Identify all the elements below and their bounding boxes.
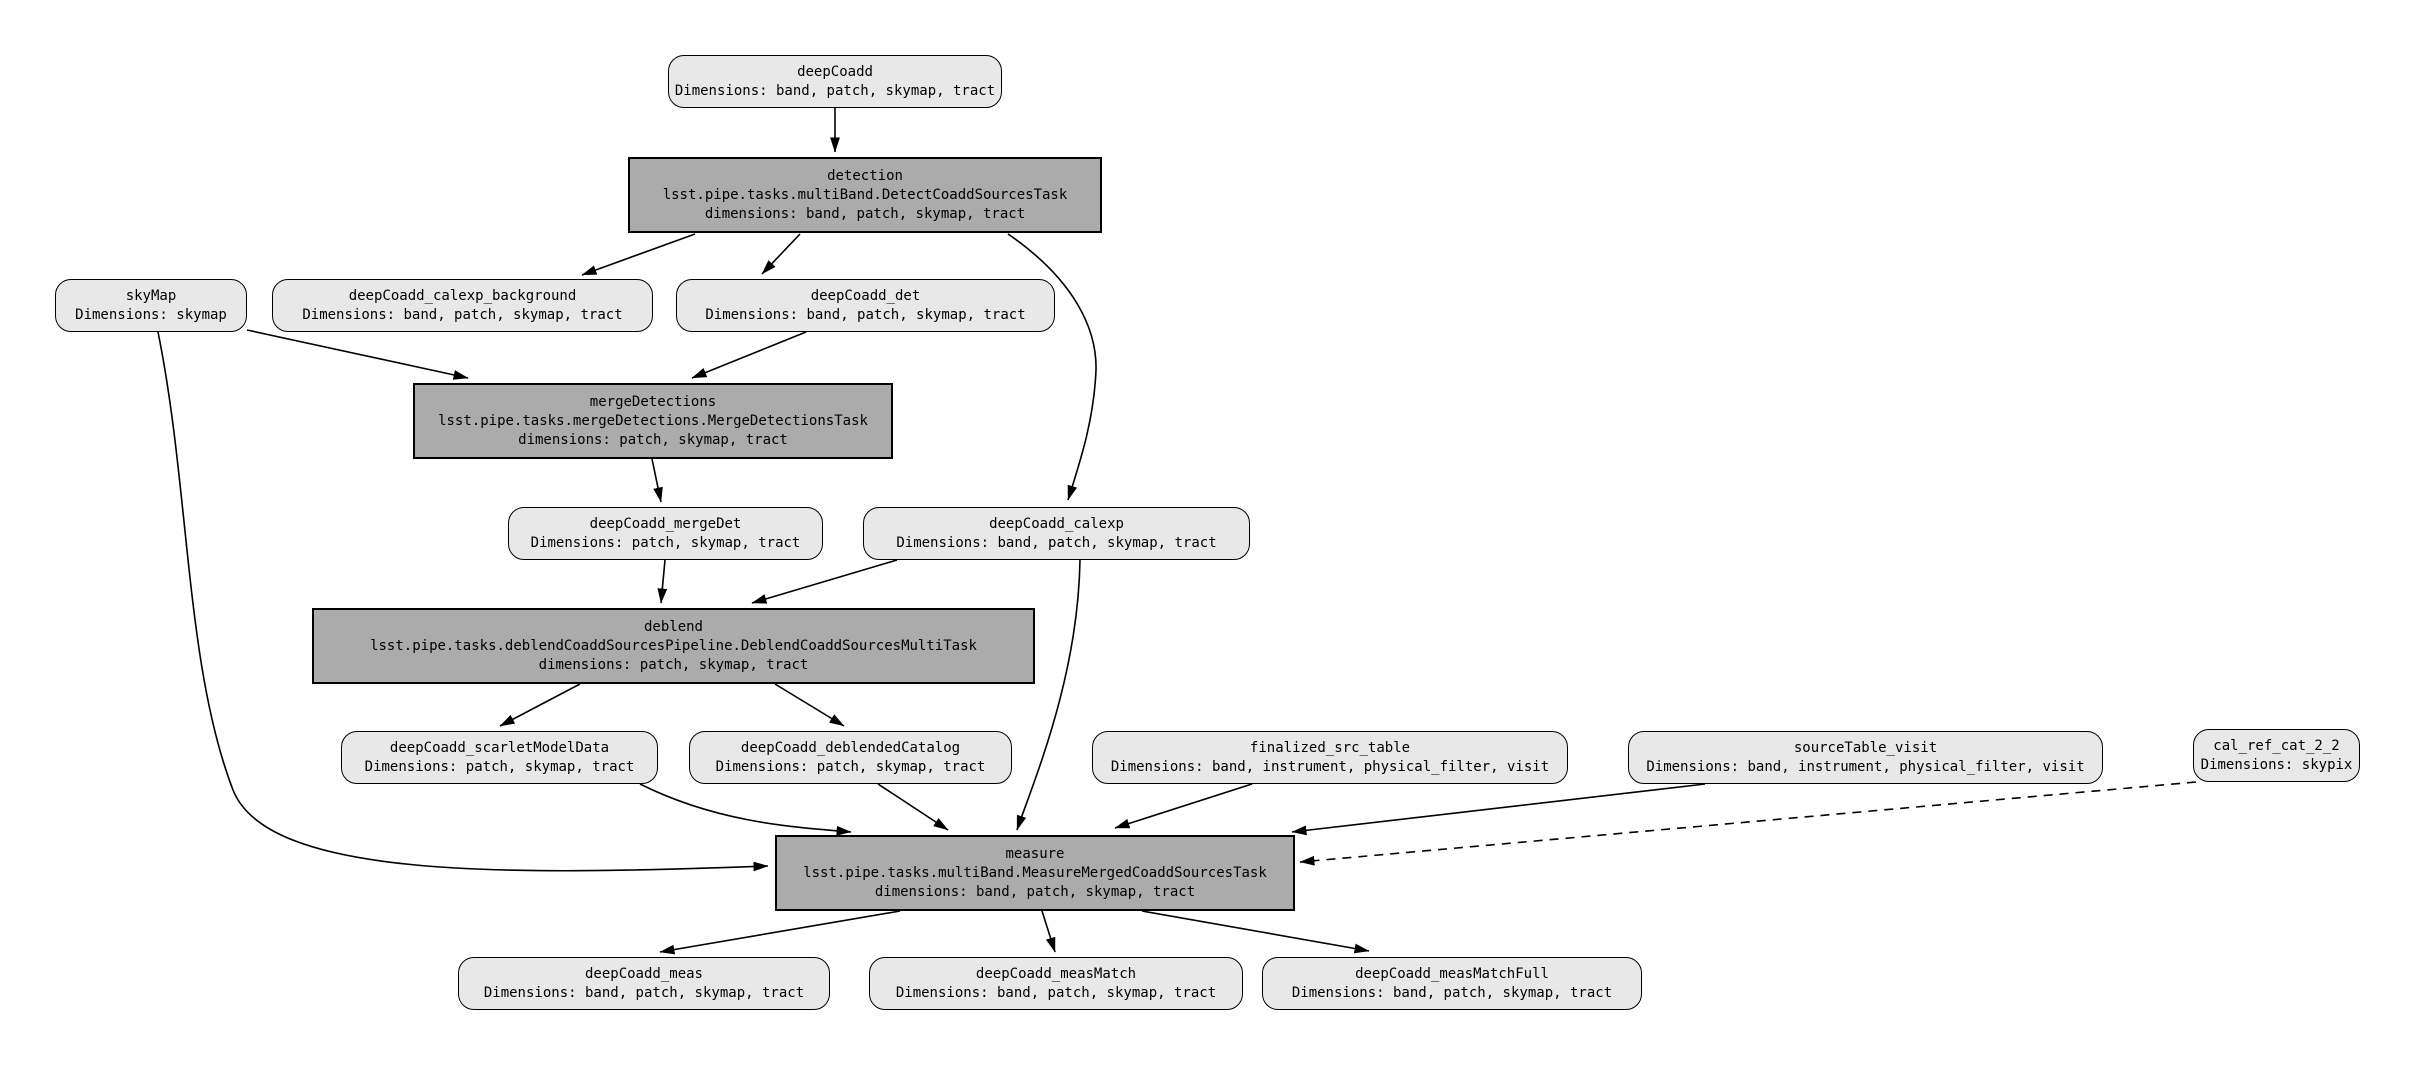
node-detail: Dimensions: band, patch, skymap, tract [895,984,1217,1001]
node-title: deepCoadd_measMatchFull [1355,965,1549,982]
node-detail: Dimensions: band, patch, skymap, tract [705,306,1026,323]
edge-deblend-to-deepCoadd_deblendedCatalog [774,683,845,727]
edge-detection-to-deepCoadd_calexp [1007,233,1097,501]
edge-deblend-to-deepCoadd_scarletModelData [499,683,581,727]
node-title: measure [1005,845,1065,862]
node-deblend: deblend lsst.pipe.tasks.deblendCoaddSourc… [312,608,1035,684]
node-detail: lsst.pipe.tasks.multiBand.MeasureMergedC… [803,864,1267,881]
node-title: deepCoadd_meas [584,965,703,982]
node-title: detection [827,167,903,184]
node-detail: Dimensions: band, instrument, physical_f… [1646,758,2085,775]
node-detail: Dimensions: band, patch, skymap, tract [302,306,623,323]
edge-deepCoadd_scarletModelData-to-measure [639,783,852,836]
edge-detection-to-deepCoadd_det [761,233,801,275]
node-title: deepCoadd_deblendedCatalog [740,739,961,756]
node-title: deepCoadd_mergeDet [589,515,742,532]
node-detail: lsst.pipe.tasks.deblendCoaddSourcesPipel… [370,637,977,654]
edge-skyMap-to-mergeDetections [246,329,469,380]
edge-cal_ref_cat_2_2-to-measure [1299,781,2197,866]
edge-finalized_src_table-to-measure [1114,783,1253,829]
node-title: sourceTable_visit [1793,739,1938,756]
edge-deepCoadd_calexp-to-deblend [751,559,898,604]
node-detail: Dimensions: patch, skymap, tract [715,758,986,775]
edge-deepCoadd_mergeDet-to-deblend [657,559,668,604]
node-title: deepCoadd_calexp_background [348,287,577,304]
node-title: cal_ref_cat_2_2 [2213,737,2340,754]
edge-skyMap-to-measure [157,331,769,872]
node-detail: dimensions: band, patch, skymap, tract [874,883,1196,900]
node-title: deblend [643,618,703,635]
node-measure: measure lsst.pipe.tasks.multiBand.Measure… [775,835,1295,911]
node-detail: dimensions: patch, skymap, tract [518,431,788,448]
edge-measure-to-deepCoadd_measMatchFull [1141,910,1370,954]
node-detail: Dimensions: band, patch, skymap, tract [1291,984,1613,1001]
edge-detection-to-deepCoadd_calexp_background [581,233,696,276]
node-title: deepCoadd_det [810,287,921,304]
node-title: deepCoadd_measMatch [975,965,1137,982]
node-detail: lsst.pipe.tasks.multiBand.DetectCoaddSou… [662,186,1068,203]
node-title: deepCoadd [797,63,873,80]
node-detail: Dimensions: band, patch, skymap, tract [896,534,1217,551]
edge-mergeDetections-to-deepCoadd_mergeDet [651,458,663,503]
node-title: skyMap [125,287,177,304]
node-detail: dimensions: band, patch, skymap, tract [704,205,1026,222]
node-detection: detection lsst.pipe.tasks.multiBand.Detec… [628,157,1102,233]
node-detail: Dimensions: patch, skymap, tract [530,534,801,551]
edge-deepCoadd_calexp-to-measure [1016,559,1081,831]
node-title: deepCoadd_scarletModelData [389,739,610,756]
node-detail: Dimensions: band, patch, skymap, tract [674,82,996,99]
node-detail: dimensions: patch, skymap, tract [538,656,809,673]
node-detail: Dimensions: skymap [75,306,227,323]
node-detail: Dimensions: band, patch, skymap, tract [483,984,805,1001]
edge-measure-to-deepCoadd_measMatch [1041,910,1056,953]
edge-deepCoadd_deblendedCatalog-to-measure [877,783,949,831]
node-detail: lsst.pipe.tasks.mergeDetections.MergeDet… [438,412,868,429]
edge-sourceTable_visit-to-measure [1291,783,1706,836]
node-title: deepCoadd_calexp [989,515,1124,532]
node-title: mergeDetections [589,393,717,410]
node-detail: Dimensions: patch, skymap, tract [364,758,635,775]
node-mergeDetections: mergeDetections lsst.pipe.tasks.mergeDete… [413,383,893,459]
edge-measure-to-deepCoadd_meas [659,910,901,955]
node-detail: Dimensions: skypix [2200,756,2353,773]
edge-deepCoadd_det-to-mergeDetections [691,331,807,379]
node-detail: Dimensions: band, instrument, physical_f… [1110,758,1550,775]
node-title: finalized_src_table [1249,739,1411,756]
